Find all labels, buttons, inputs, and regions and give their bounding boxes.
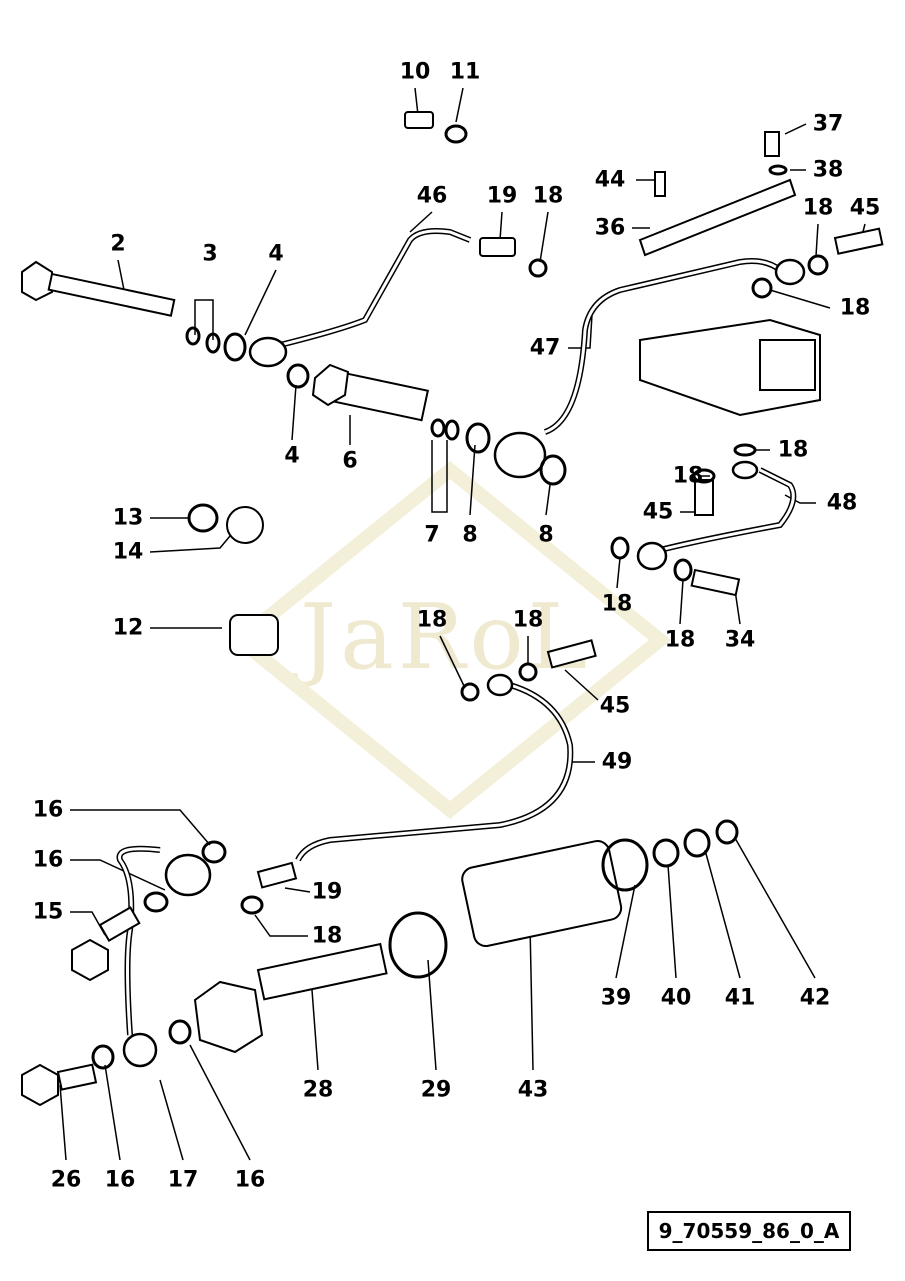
bolt-44 — [654, 171, 666, 197]
bolts — [21, 111, 884, 1107]
plug-10 — [404, 111, 434, 129]
bolt-37 — [764, 131, 780, 157]
bolt-2 — [21, 260, 53, 302]
callout-label: 16 — [32, 847, 64, 873]
callout-label: 45 — [642, 499, 674, 525]
adapter-19b — [256, 861, 298, 889]
drawing-code: 9_70559_86_0_A — [647, 1211, 851, 1251]
callout-label: 45 — [849, 195, 881, 221]
callout-label: 17 — [167, 1167, 199, 1193]
callout-label: 4 — [268, 241, 284, 267]
plug-12 — [229, 614, 279, 656]
callout-label: 18 — [802, 195, 834, 221]
callout-label: 13 — [112, 505, 144, 531]
callout-label: 39 — [600, 985, 632, 1011]
bolt-45 — [833, 227, 884, 255]
callout-label: 6 — [342, 448, 358, 474]
callout-label: 48 — [826, 490, 858, 516]
callout-label: 19 — [486, 183, 518, 209]
watermark-diamond — [228, 460, 672, 820]
callout-label: 42 — [799, 985, 831, 1011]
callout-label: 15 — [32, 899, 64, 925]
callout-label: 4 — [284, 443, 300, 469]
callout-label: 46 — [416, 183, 448, 209]
bracket-36 — [638, 178, 797, 257]
callout-label: 8 — [462, 522, 478, 548]
banjo-eyes — [122, 258, 806, 1068]
callout-label: 18 — [601, 591, 633, 617]
callout-label: 16 — [234, 1167, 266, 1193]
callout-label: 26 — [50, 1167, 82, 1193]
callout-label: 47 — [529, 335, 561, 361]
callout-label: 18 — [664, 627, 696, 653]
fitting-28 — [193, 980, 264, 1054]
callout-label: 18 — [416, 607, 448, 633]
pipe-46 — [279, 228, 472, 348]
callout-label: 2 — [110, 231, 126, 257]
callout-label: 18 — [532, 183, 564, 209]
callout-label: 41 — [724, 985, 756, 1011]
callout-label: 16 — [32, 797, 64, 823]
callout-label: 14 — [112, 539, 144, 565]
callout-label: 28 — [302, 1077, 334, 1103]
bolt-26 — [21, 1063, 59, 1107]
callout-label: 18 — [777, 437, 809, 463]
callout-label: 40 — [660, 985, 692, 1011]
callout-label: 37 — [812, 111, 844, 137]
solenoid — [759, 339, 816, 391]
callout-label: 18 — [839, 295, 871, 321]
callout-label: 12 — [112, 615, 144, 641]
callout-label: 49 — [601, 749, 633, 775]
bolt-45c — [546, 639, 597, 669]
callout-label: 3 — [202, 241, 218, 267]
callout-label: 34 — [724, 627, 756, 653]
callout-label: 18 — [512, 607, 544, 633]
adapter-19 — [479, 237, 516, 257]
pipe-17 — [116, 845, 161, 1036]
callout-label: 36 — [594, 215, 626, 241]
callout-label: 18 — [672, 463, 704, 489]
watermark-logo: JaRoL — [300, 585, 592, 690]
callout-label: 16 — [104, 1167, 136, 1193]
bolt-15 — [71, 938, 109, 982]
callout-label: 7 — [424, 522, 440, 548]
callout-label: 19 — [311, 879, 343, 905]
washers — [91, 124, 829, 1070]
callout-label: 18 — [311, 923, 343, 949]
callout-label: 29 — [420, 1077, 452, 1103]
callout-label: 11 — [449, 59, 481, 85]
callout-label: 45 — [599, 693, 631, 719]
filter-43 — [461, 840, 623, 948]
callout-label: 10 — [399, 59, 431, 85]
callout-label: 38 — [812, 157, 844, 183]
callout-label: 43 — [517, 1077, 549, 1103]
plug-14 — [226, 506, 264, 544]
bolt-45b — [694, 479, 714, 516]
callout-label: 8 — [538, 522, 554, 548]
callout-label: 44 — [594, 167, 626, 193]
bolt-34 — [690, 568, 741, 597]
